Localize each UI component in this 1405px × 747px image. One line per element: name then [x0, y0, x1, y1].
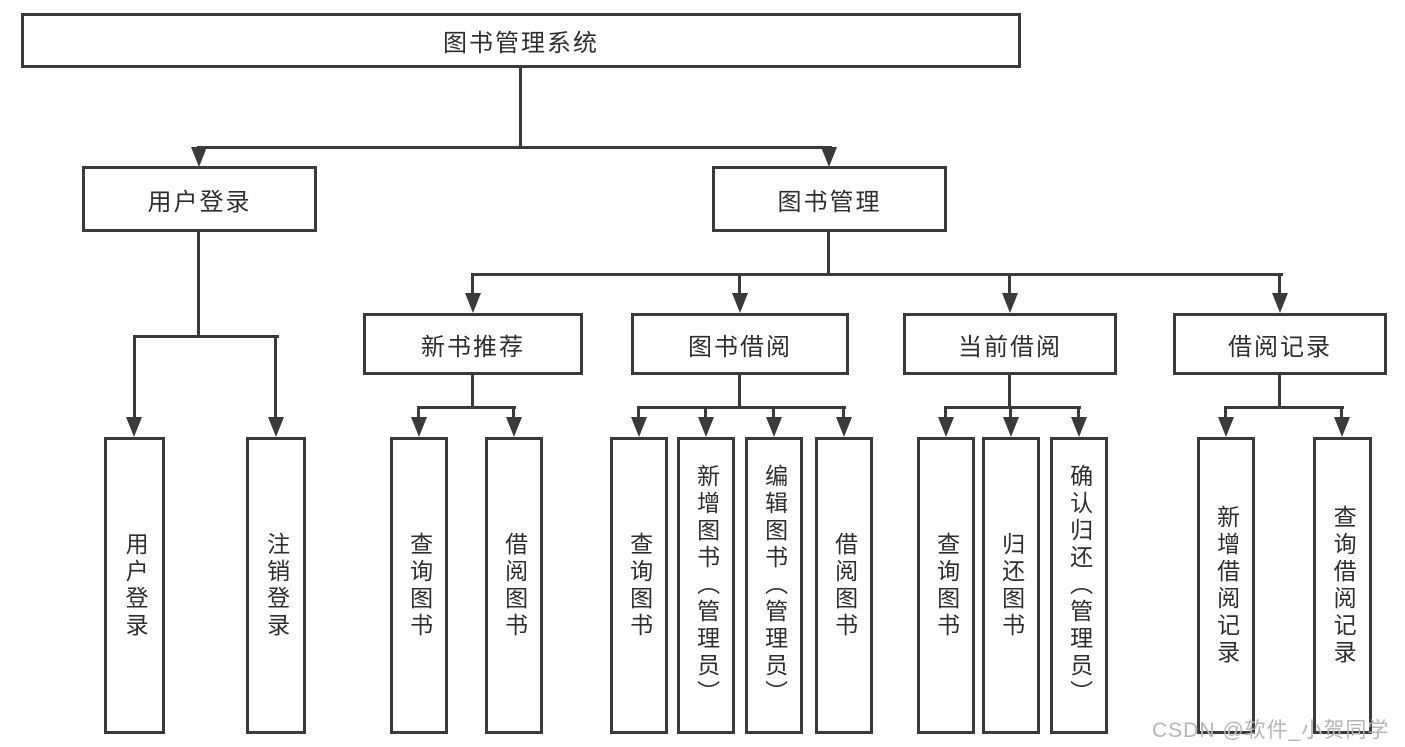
arrow-head-icon [126, 417, 142, 437]
leaf-current-return-books: 归还图书 [982, 437, 1040, 734]
arrow-head-icon [836, 417, 852, 437]
connector-line [827, 231, 830, 275]
arrow-head-icon [1002, 293, 1018, 313]
leaf-logout: 注销登录 [246, 437, 306, 734]
arrow-head-icon [268, 417, 284, 437]
arrow-head-icon [631, 417, 647, 437]
leaf-records-query-record-label: 查询借阅记录 [1330, 504, 1357, 667]
leaf-user-login-label: 用户登录 [122, 531, 149, 640]
connector-line [471, 273, 474, 295]
node-borrowing-records-label: 借阅记录 [1228, 333, 1332, 361]
connector-line [944, 406, 947, 419]
node-root: 图书管理系统 [21, 13, 1021, 68]
node-borrowing-records: 借阅记录 [1173, 313, 1387, 375]
node-user-login: 用户登录 [82, 166, 317, 232]
connector-line [133, 335, 279, 338]
connector-line [274, 335, 277, 419]
leaf-newbook-query-books-label: 查询图书 [406, 531, 433, 640]
connector-line [1008, 273, 1011, 295]
arrow-head-icon [938, 417, 954, 437]
leaf-current-return-books-label: 归还图书 [998, 531, 1025, 640]
arrow-head-icon [506, 417, 522, 437]
connector-line [1340, 406, 1343, 419]
node-book-borrowing-label: 图书借阅 [688, 333, 792, 361]
node-new-book-recommend: 新书推荐 [363, 313, 583, 375]
leaf-current-confirm-return-admin: 确认归还（管理员） [1050, 437, 1108, 734]
arrow-head-icon [1334, 417, 1350, 437]
arrow-head-icon [465, 293, 481, 313]
connector-line [1224, 406, 1227, 419]
arrow-head-icon [732, 293, 748, 313]
connector-line [197, 230, 200, 337]
leaf-user-login: 用户登录 [104, 437, 165, 734]
leaf-records-add-record-label: 新增借阅记录 [1213, 504, 1240, 667]
leaf-records-add-record: 新增借阅记录 [1197, 437, 1255, 734]
leaf-newbook-borrow-books: 借阅图书 [485, 437, 543, 734]
arrow-head-icon [821, 147, 837, 167]
leaf-current-confirm-return-admin-label: 确认归还（管理员） [1066, 464, 1093, 707]
connector-line [1278, 373, 1281, 408]
connector-line [417, 406, 420, 419]
connector-line [772, 406, 775, 419]
connector-line [738, 373, 741, 408]
connector-line [1008, 373, 1011, 408]
node-current-borrowing: 当前借阅 [903, 313, 1117, 375]
connector-line [471, 373, 474, 408]
connector-line [519, 66, 522, 148]
arrow-head-icon [411, 417, 427, 437]
leaf-borrow-query-books: 查询图书 [610, 437, 668, 734]
connector-line [133, 335, 136, 419]
leaf-borrow-query-books-label: 查询图书 [626, 531, 653, 640]
leaf-newbook-borrow-books-label: 借阅图书 [501, 531, 528, 640]
arrow-head-icon [698, 417, 714, 437]
connector-line [842, 406, 845, 419]
connector-line [417, 406, 516, 409]
leaf-current-query-books-label: 查询图书 [933, 531, 960, 640]
connector-line [637, 406, 640, 419]
leaf-newbook-query-books: 查询图书 [390, 437, 448, 734]
arrow-head-icon [191, 147, 207, 167]
leaf-borrow-edit-books-admin-label: 编辑图书（管理员） [761, 464, 788, 707]
connector-line [512, 406, 515, 419]
connector-line [471, 273, 1283, 276]
arrow-head-icon [1003, 417, 1019, 437]
leaf-borrow-edit-books-admin: 编辑图书（管理员） [745, 437, 803, 734]
leaf-borrow-add-books-admin: 新增图书（管理员） [677, 437, 735, 734]
leaf-records-query-record: 查询借阅记录 [1313, 437, 1372, 734]
connector-line [704, 406, 707, 419]
arrow-head-icon [1218, 417, 1234, 437]
connector-line [738, 273, 741, 295]
node-book-management-label: 图书管理 [777, 188, 882, 216]
connector-line [944, 406, 1081, 409]
leaf-borrow-borrow-books: 借阅图书 [815, 437, 873, 734]
node-new-book-recommend-label: 新书推荐 [421, 333, 525, 361]
node-book-management: 图书管理 [712, 166, 947, 232]
leaf-borrow-borrow-books-label: 借阅图书 [831, 531, 858, 640]
connector-line [637, 406, 846, 409]
leaf-logout-label: 注销登录 [263, 531, 290, 640]
node-user-login-label: 用户登录 [147, 188, 252, 216]
node-book-borrowing: 图书借阅 [631, 313, 849, 375]
leaf-borrow-add-books-admin-label: 新增图书（管理员） [693, 464, 720, 707]
arrow-head-icon [1272, 293, 1288, 313]
arrow-head-icon [766, 417, 782, 437]
connector-line [197, 146, 832, 149]
connector-line [1077, 406, 1080, 419]
connector-line [1224, 406, 1344, 409]
node-current-borrowing-label: 当前借阅 [958, 333, 1062, 361]
connector-line [1009, 406, 1012, 419]
arrow-head-icon [1071, 417, 1087, 437]
watermark: CSDN @软件_小贺同学 [1152, 719, 1390, 742]
node-root-label: 图书管理系统 [443, 30, 599, 57]
leaf-current-query-books: 查询图书 [917, 437, 975, 734]
connector-line [1278, 273, 1281, 295]
